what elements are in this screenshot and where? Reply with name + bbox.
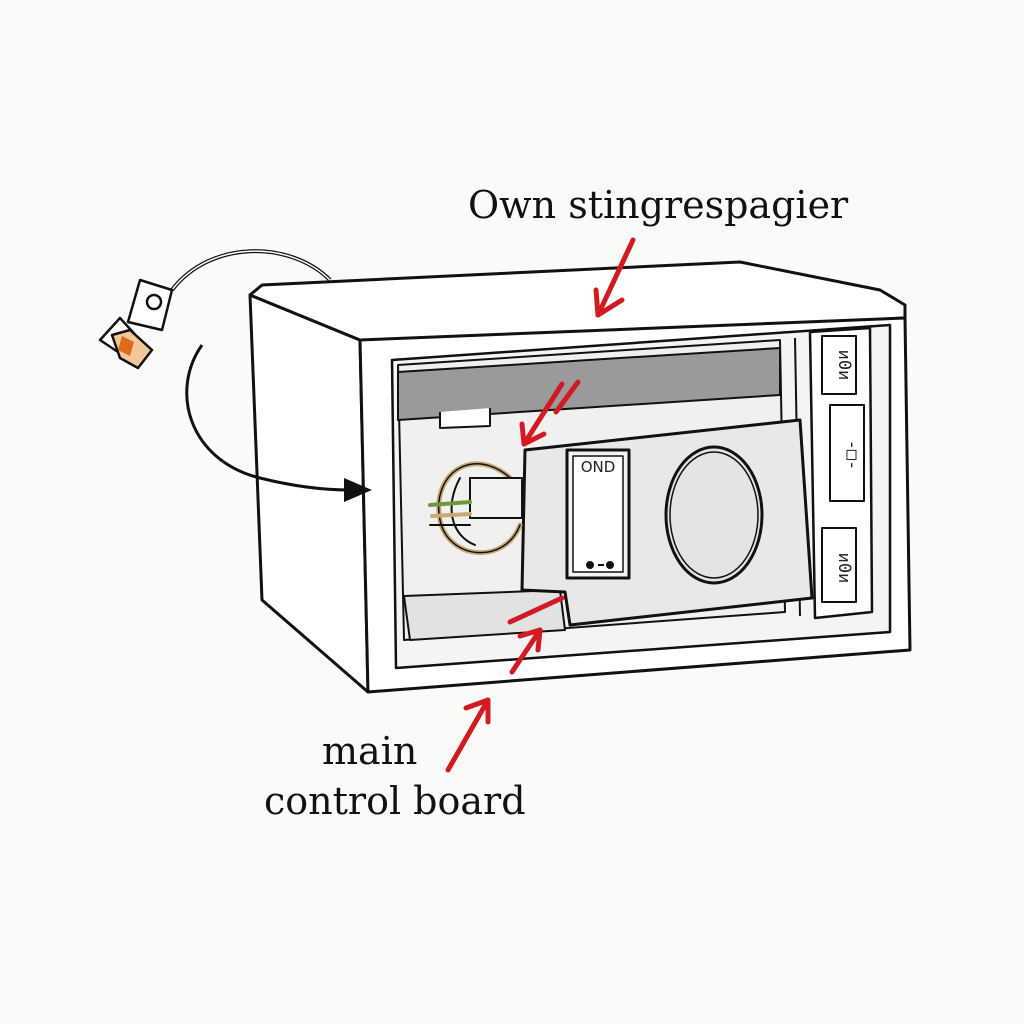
main-control-board (520, 418, 814, 627)
switch-label: OND (581, 458, 616, 476)
inner-tab (439, 408, 491, 429)
annotation-label-control-board: control board (264, 779, 526, 823)
side-slot-mid (829, 404, 865, 502)
inner-shelf-dark (397, 347, 781, 421)
annotation-label-main: main (322, 729, 418, 773)
arrow-icon (185, 344, 372, 502)
label-pointer-arrow (445, 697, 491, 773)
side-label-bottom: ᴎ0ᴎ (834, 553, 854, 584)
side-label-top: ᴎ0ᴎ (834, 350, 854, 381)
side-slot-top (821, 335, 857, 395)
top-pointer-arrow (593, 237, 636, 318)
side-label-mid: -□- (842, 440, 862, 471)
board-pointer-arrow (507, 595, 565, 675)
annotation-label-top: Own stingrespagier (468, 183, 849, 227)
plug-icon (98, 249, 332, 370)
shelf-pointer-arrow (519, 379, 581, 447)
side-slot-bottom (821, 527, 857, 603)
control-dial (664, 445, 764, 585)
annotation-arrows (445, 237, 636, 773)
wire-connector (469, 477, 523, 519)
wiring-harness (428, 461, 523, 555)
inner-floor-bar (403, 589, 566, 641)
